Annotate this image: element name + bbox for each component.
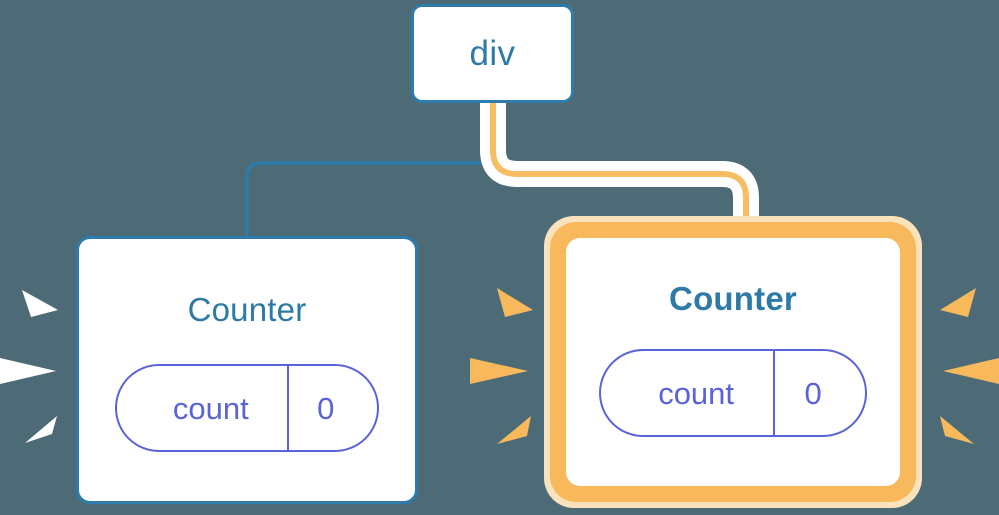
node-counter-left-body: Counter count 0 xyxy=(79,239,415,501)
node-counter-right[interactable]: Counter count 0 xyxy=(566,238,900,486)
sparkle-burst-icon-left-outer xyxy=(0,290,58,443)
sparkle-burst-icon-right-outer xyxy=(940,288,999,444)
sparkle-burst-icon-left-inner xyxy=(470,288,533,444)
node-counter-right-title: Counter xyxy=(669,280,797,317)
node-counter-left-title: Counter xyxy=(187,291,307,328)
state-pill-right-value: 0 xyxy=(804,375,822,411)
state-pill-left-value: 0 xyxy=(317,390,335,426)
state-pill-left[interactable]: count 0 xyxy=(115,364,379,452)
node-div[interactable]: div xyxy=(411,4,574,103)
node-counter-left[interactable]: Counter count 0 xyxy=(76,236,418,504)
edge-div-to-counter-right xyxy=(490,102,749,244)
state-pill-right-key: count xyxy=(601,351,776,435)
node-counter-right-body: Counter count 0 xyxy=(566,238,900,486)
node-div-label: div xyxy=(469,34,516,73)
state-pill-right[interactable]: count 0 xyxy=(599,349,867,437)
node-counter-right-highlight-wrapper[interactable]: Counter count 0 xyxy=(544,216,922,508)
state-pill-left-key: count xyxy=(117,366,289,450)
